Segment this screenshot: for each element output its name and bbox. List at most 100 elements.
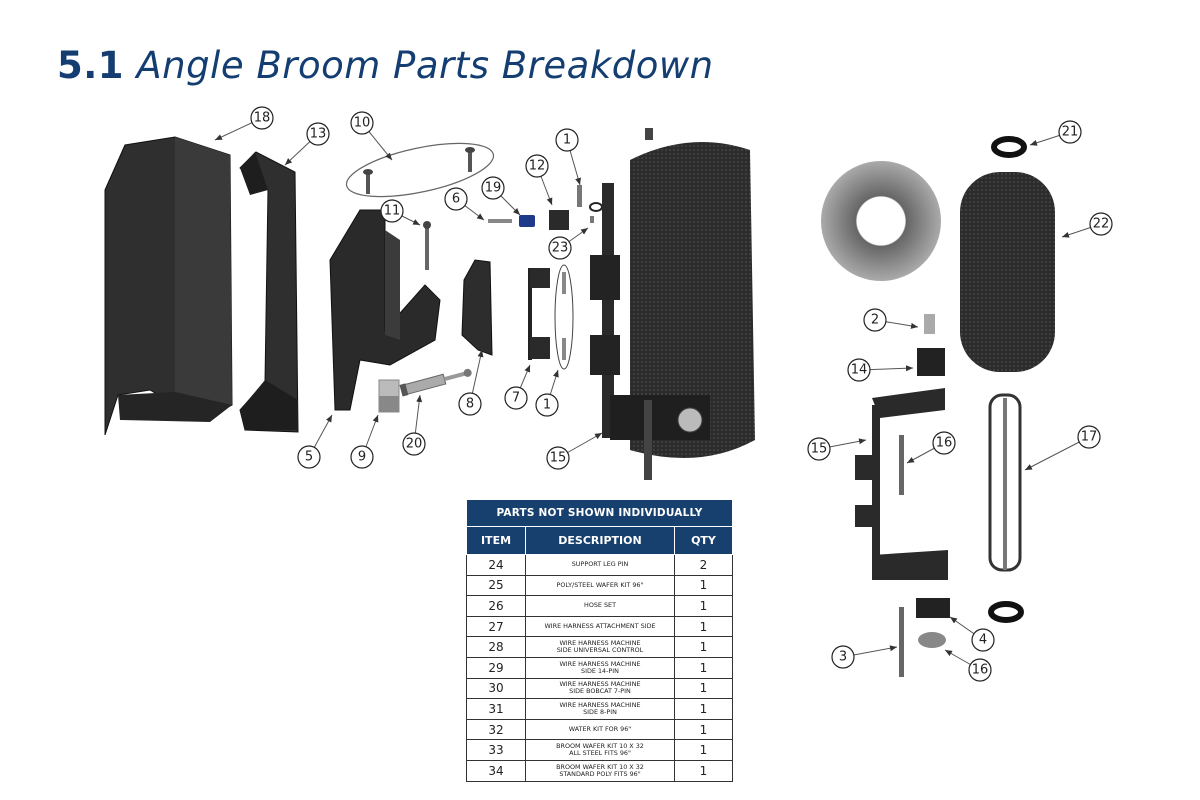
part-block xyxy=(549,210,569,230)
callout-bubble: 12 xyxy=(525,154,549,178)
callout-number: 9 xyxy=(358,450,366,465)
callout-bubble: 1 xyxy=(555,128,579,152)
part-bearing-mount xyxy=(917,348,945,376)
part-pins-group xyxy=(345,142,495,198)
cell-description: HOSE SET xyxy=(525,595,675,617)
cell-description: WIRE HARNESS MACHINE SIDE UNIVERSAL CONT… xyxy=(525,636,675,658)
cell-item: 29 xyxy=(466,656,526,679)
part-core-17 xyxy=(988,393,1022,572)
callout-bubble: 19 xyxy=(481,176,505,200)
callout-number: 19 xyxy=(485,181,502,196)
callout-circle xyxy=(297,445,321,469)
callout-circle xyxy=(250,106,274,130)
callout-number: 7 xyxy=(512,391,520,406)
part-bushing xyxy=(924,314,935,334)
part-broom-core xyxy=(960,172,1055,372)
callout-bubble: 2 xyxy=(863,308,887,332)
callout-circle xyxy=(546,446,570,470)
callout-circle xyxy=(1089,212,1113,236)
callout-number: 13 xyxy=(310,127,327,142)
column-header-description: DESCRIPTION xyxy=(525,526,675,555)
section-number: 5.1 xyxy=(57,44,125,87)
part-grease-fitting xyxy=(590,216,594,223)
part-wafer-disc xyxy=(821,161,941,281)
part-broom-hood xyxy=(104,136,233,436)
cell-qty: 1 xyxy=(674,595,733,617)
callout-bubble: 10 xyxy=(350,111,374,135)
callout-number: 16 xyxy=(972,663,989,678)
callout-number: 11 xyxy=(384,204,401,219)
callout-number: 4 xyxy=(979,633,987,648)
callout-circle xyxy=(847,358,871,382)
section-title: Angle Broom Parts Breakdown xyxy=(136,44,714,87)
callout-bubble: 23 xyxy=(548,236,572,260)
part-broom-assembly xyxy=(590,128,755,480)
callout-bubble: 21 xyxy=(1058,120,1082,144)
cell-item: 31 xyxy=(466,698,526,720)
callout-circle xyxy=(535,393,559,417)
callout-number: 21 xyxy=(1062,125,1079,140)
cell-description: BROOM WAFER KIT 10 X 32 STANDARD POLY FI… xyxy=(525,759,675,782)
callout-circle xyxy=(932,431,956,455)
part-pin-16-top xyxy=(899,435,904,495)
callout-number: 15 xyxy=(811,442,828,457)
callout-circle xyxy=(863,308,887,332)
part-pin-11 xyxy=(423,221,431,270)
table-caption: PARTS NOT SHOWN INDIVIDUALLY xyxy=(466,499,733,527)
callout-bubble: 7 xyxy=(504,386,528,410)
cell-qty: 1 xyxy=(674,759,733,782)
cell-item: 33 xyxy=(466,739,526,761)
callout-number: 16 xyxy=(936,436,953,451)
part-plate-4 xyxy=(916,598,950,618)
callout-bubble: 18 xyxy=(250,106,274,130)
callout-circle xyxy=(1058,120,1082,144)
part-bearing-3 xyxy=(918,632,946,648)
callout-bubble: 16 xyxy=(968,658,992,682)
callout-bubble: 15 xyxy=(807,437,831,461)
callout-bubble: 15 xyxy=(546,446,570,470)
callout-number: 17 xyxy=(1081,430,1098,445)
callout-number: 14 xyxy=(851,363,868,378)
cell-qty: 1 xyxy=(674,739,733,761)
cell-item: 34 xyxy=(466,759,526,782)
part-bolt xyxy=(488,219,512,223)
callout-circle xyxy=(402,432,426,456)
cell-item: 24 xyxy=(466,554,526,576)
callout-circle xyxy=(525,154,549,178)
callout-bubble: 20 xyxy=(402,432,426,456)
callout-bubble: 4 xyxy=(971,628,995,652)
callout-number: 1 xyxy=(543,398,551,413)
callout-bubble: 22 xyxy=(1089,212,1113,236)
cell-item: 25 xyxy=(466,574,526,597)
part-spring xyxy=(519,215,535,227)
callout-bubble: 8 xyxy=(458,392,482,416)
part-wear-pad-lower xyxy=(379,396,399,412)
callout-circle xyxy=(1077,425,1101,449)
cell-qty: 1 xyxy=(674,636,733,658)
callout-number: 12 xyxy=(529,159,546,174)
column-header-qty: QTY xyxy=(674,526,733,555)
callout-number: 5 xyxy=(305,450,313,465)
cell-description: BROOM WAFER KIT 10 X 32 ALL STEEL FITS 9… xyxy=(525,739,675,761)
callout-number: 15 xyxy=(550,451,567,466)
part-seal-top xyxy=(991,136,1027,158)
part-pins-1 xyxy=(554,264,574,370)
callout-circle xyxy=(350,111,374,135)
callout-circle xyxy=(306,122,330,146)
cell-description: SUPPORT LEG PIN xyxy=(525,554,675,576)
callout-circle xyxy=(504,386,528,410)
callout-number: 8 xyxy=(466,397,474,412)
callout-circle xyxy=(555,128,579,152)
cell-item: 27 xyxy=(466,615,526,638)
callout-number: 23 xyxy=(552,241,569,256)
cell-qty: 2 xyxy=(674,554,733,576)
callout-circle xyxy=(350,445,374,469)
